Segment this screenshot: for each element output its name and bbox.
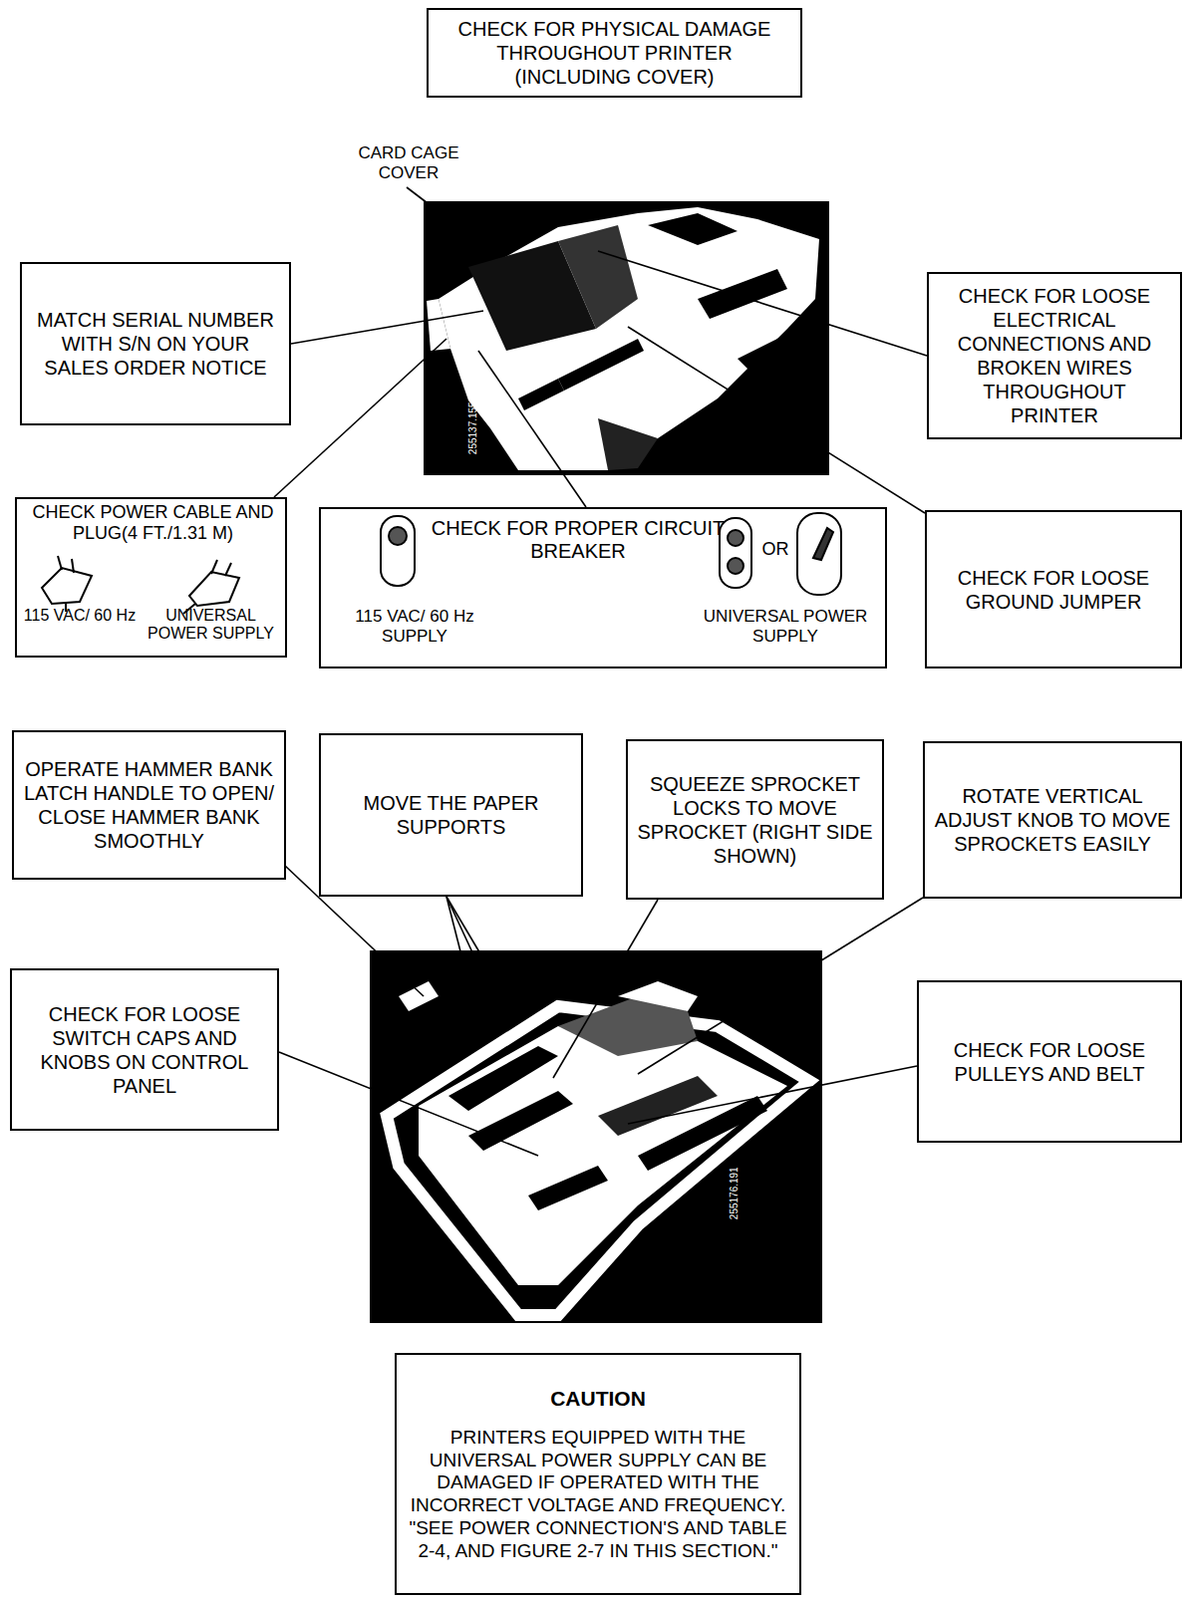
callout-text: CHECK POWER CABLE AND PLUG(4 FT./1.31 M) (22, 502, 284, 567)
callout-text: CHECK FOR PHYSICAL DAMAGE THROUGHOUT PRI… (436, 16, 793, 89)
callout-box: SQUEEZE SPROCKET LOCKS TO MOVE SPROCKET … (625, 739, 885, 900)
callout-text: PRINTERS EQUIPPED WITH THE UNIVERSAL POW… (404, 1427, 792, 1564)
supply-label: 115 VAC/ 60 Hz (20, 606, 139, 655)
callout-text: MATCH SERIAL NUMBER WITH S/N ON YOUR SAL… (29, 307, 282, 380)
callout-box: MOVE THE PAPER SUPPORTS (318, 733, 584, 897)
photo-number: 255137.155 (467, 383, 480, 474)
callout-box: CHECK FOR PROPER CIRCUIT BREAKER 115 VAC/… (318, 507, 888, 669)
callout-box: OPERATE HAMMER BANK LATCH HANDLE TO OPEN… (11, 730, 287, 881)
printer-photo-top (423, 201, 830, 476)
part-label: CARD CAGE COVER (338, 143, 479, 183)
callout-text: CHECK FOR LOOSE SWITCH CAPS AND KNOBS ON… (19, 1002, 270, 1099)
callout-box: CHECK FOR LOOSE PULLEYS AND BELT (916, 980, 1183, 1144)
supply-label: UNIVERSAL POWER SUPPLY (689, 606, 882, 665)
supply-label: 115 VAC/ 60 Hz SUPPLY (324, 606, 505, 665)
caution-heading: CAUTION (404, 1386, 792, 1412)
callout-text: CHECK FOR LOOSE ELECTRICAL CONNECTIONS A… (936, 284, 1173, 428)
leader-lines (274, 187, 927, 1157)
supply-label: UNIVERSAL POWER SUPPLY (136, 606, 286, 655)
breaker-icons (380, 513, 842, 595)
callout-box: CHECK FOR LOOSE SWITCH CAPS AND KNOBS ON… (9, 968, 280, 1132)
callout-text: CHECK FOR LOOSE PULLEYS AND BELT (926, 1038, 1173, 1087)
callout-text: MOVE THE PAPER SUPPORTS (328, 791, 574, 840)
callout-box: CHECK FOR LOOSE ELECTRICAL CONNECTIONS A… (926, 272, 1183, 440)
callout-text: ROTATE VERTICAL ADJUST KNOB TO MOVE SPRO… (932, 784, 1173, 857)
callout-box: CHECK FOR LOOSE GROUND JUMPER (924, 510, 1183, 669)
photo-number: 255176.191 (728, 1149, 741, 1239)
plug-icons (41, 556, 240, 614)
callout-box: MATCH SERIAL NUMBER WITH S/N ON YOUR SAL… (19, 262, 292, 426)
callout-text: CHECK FOR PROPER CIRCUIT BREAKER (428, 517, 728, 578)
callout-box: CHECK POWER CABLE AND PLUG(4 FT./1.31 M)… (14, 497, 288, 658)
callout-box: ROTATE VERTICAL ADJUST KNOB TO MOVE SPRO… (922, 741, 1183, 899)
callout-text: CHECK FOR LOOSE GROUND JUMPER (934, 566, 1173, 614)
supply-label: OR (755, 539, 796, 566)
callout-box: CHECK FOR PHYSICAL DAMAGE THROUGHOUT PRI… (426, 7, 803, 98)
callout-text: SQUEEZE SPROCKET LOCKS TO MOVE SPROCKET … (635, 772, 875, 869)
caution-box: CAUTION PRINTERS EQUIPPED WITH THE UNIVER… (394, 1353, 802, 1596)
callout-text: OPERATE HAMMER BANK LATCH HANDLE TO OPEN… (21, 757, 277, 854)
